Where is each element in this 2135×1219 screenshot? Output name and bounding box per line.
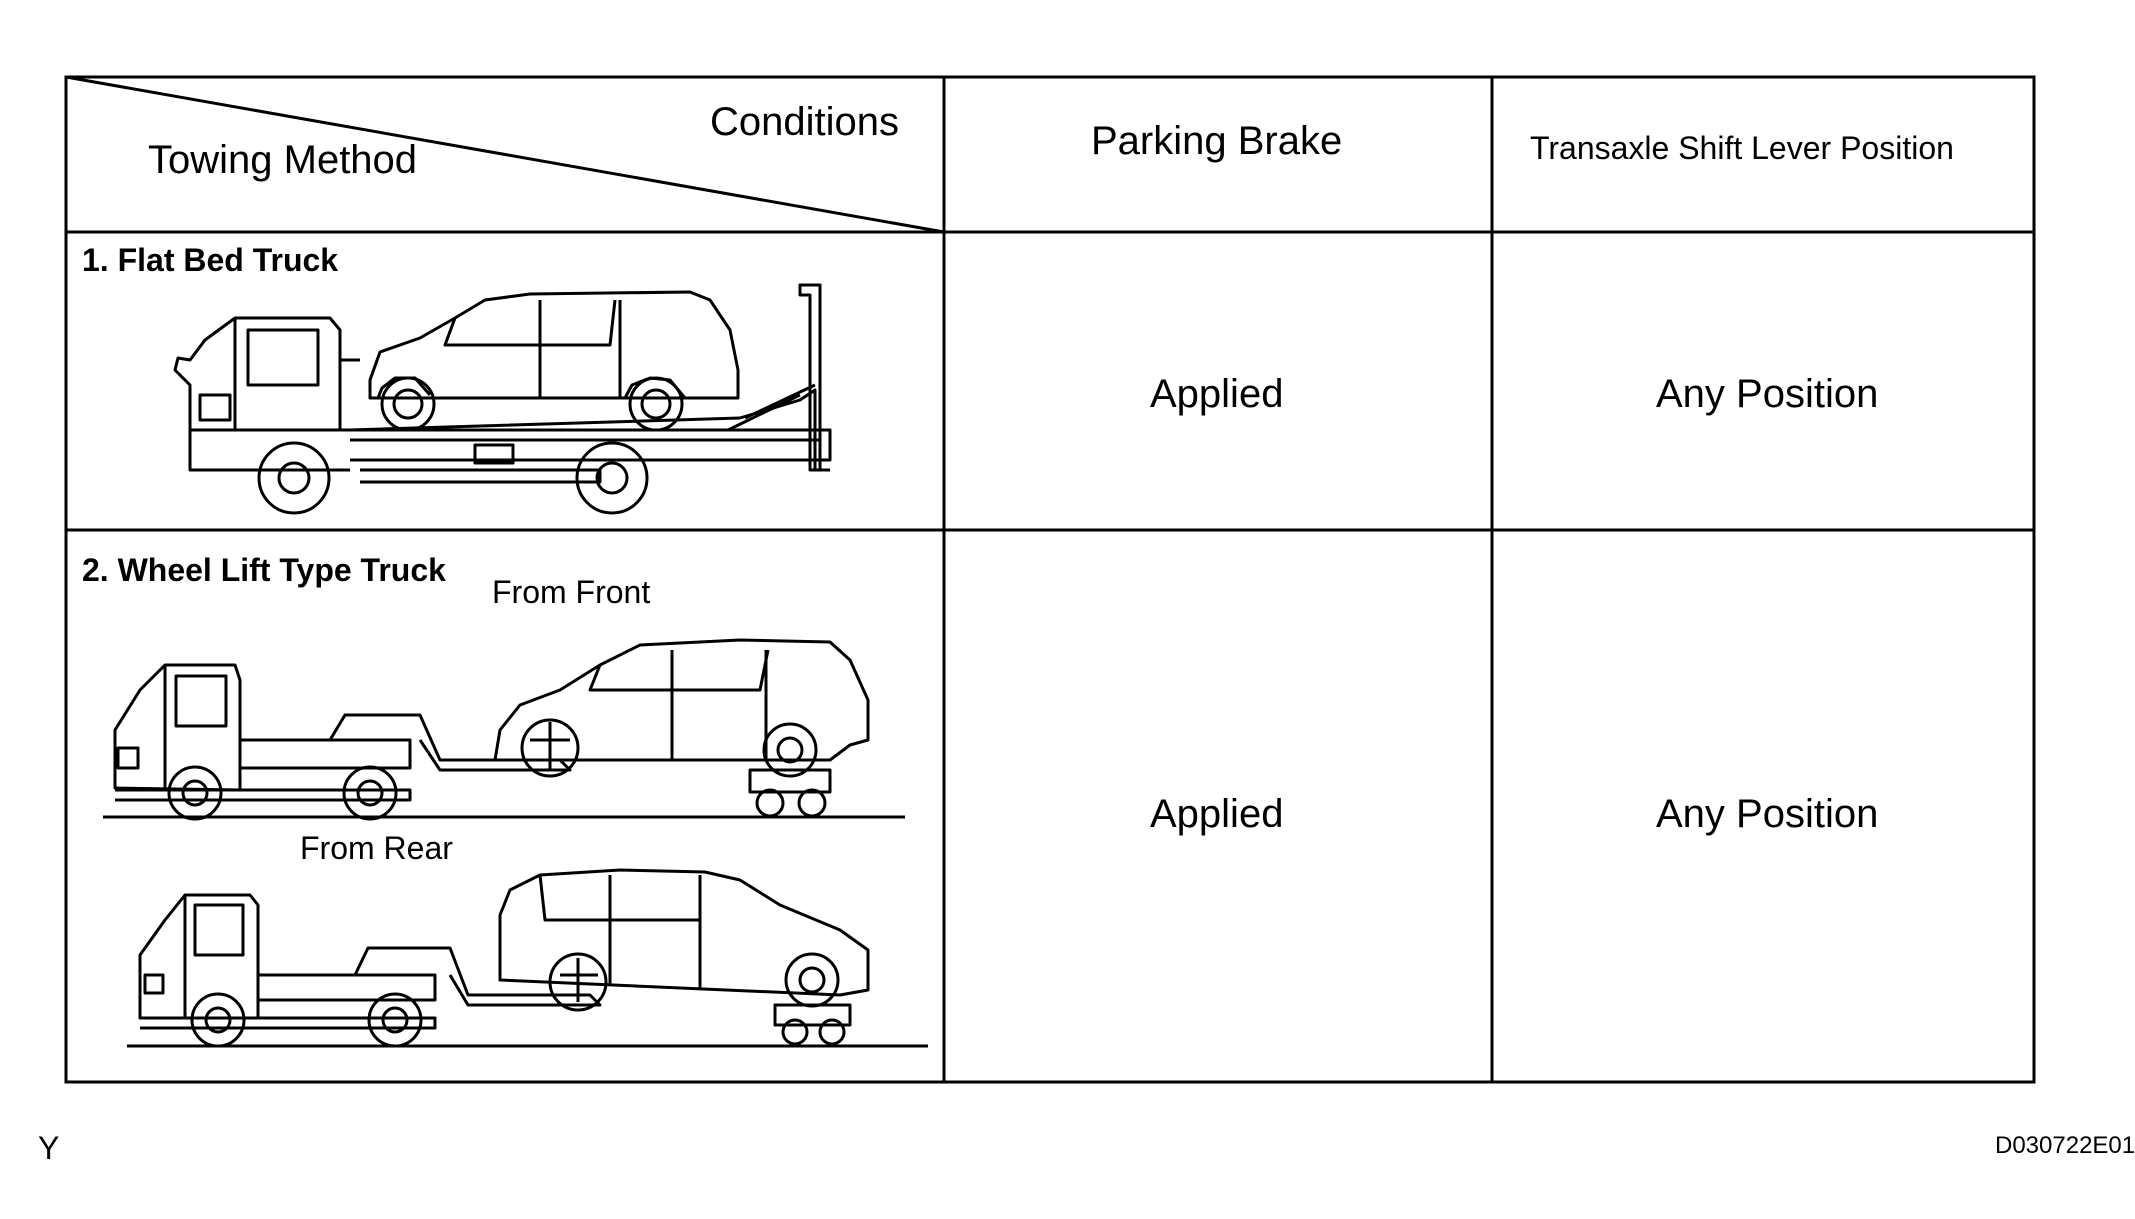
header-diagonal <box>65 75 945 234</box>
footer-left-mark: Y <box>38 1130 60 1166</box>
row2-parking-brake-value: Applied <box>1150 792 1284 836</box>
from-rear-label: From Rear <box>300 830 453 866</box>
shift-lever-header: Transaxle Shift Lever Position <box>1530 130 1954 166</box>
method-flat-bed-truck: 1. Flat Bed Truck <box>82 242 339 278</box>
conditions-header: Conditions <box>710 100 900 144</box>
row1-shift-lever-value: Any Position <box>1656 372 1879 416</box>
method-wheel-lift-type-truck: 2. Wheel Lift Type Truck <box>82 552 446 588</box>
towing-method-header: Towing Method <box>148 138 418 182</box>
wheel-lift-from-rear-illustration <box>127 868 928 1048</box>
parking-brake-header: Parking Brake <box>1091 119 1343 163</box>
from-front-label: From Front <box>492 574 651 610</box>
table-border <box>64 75 2036 1084</box>
row1-parking-brake-value: Applied <box>1150 372 1284 416</box>
flat-bed-truck-illustration <box>173 283 832 515</box>
figure-code: D030722E01 <box>1995 1132 2135 1159</box>
row2-shift-lever-value: Any Position <box>1656 792 1879 836</box>
wheel-lift-from-front-illustration <box>103 638 905 821</box>
